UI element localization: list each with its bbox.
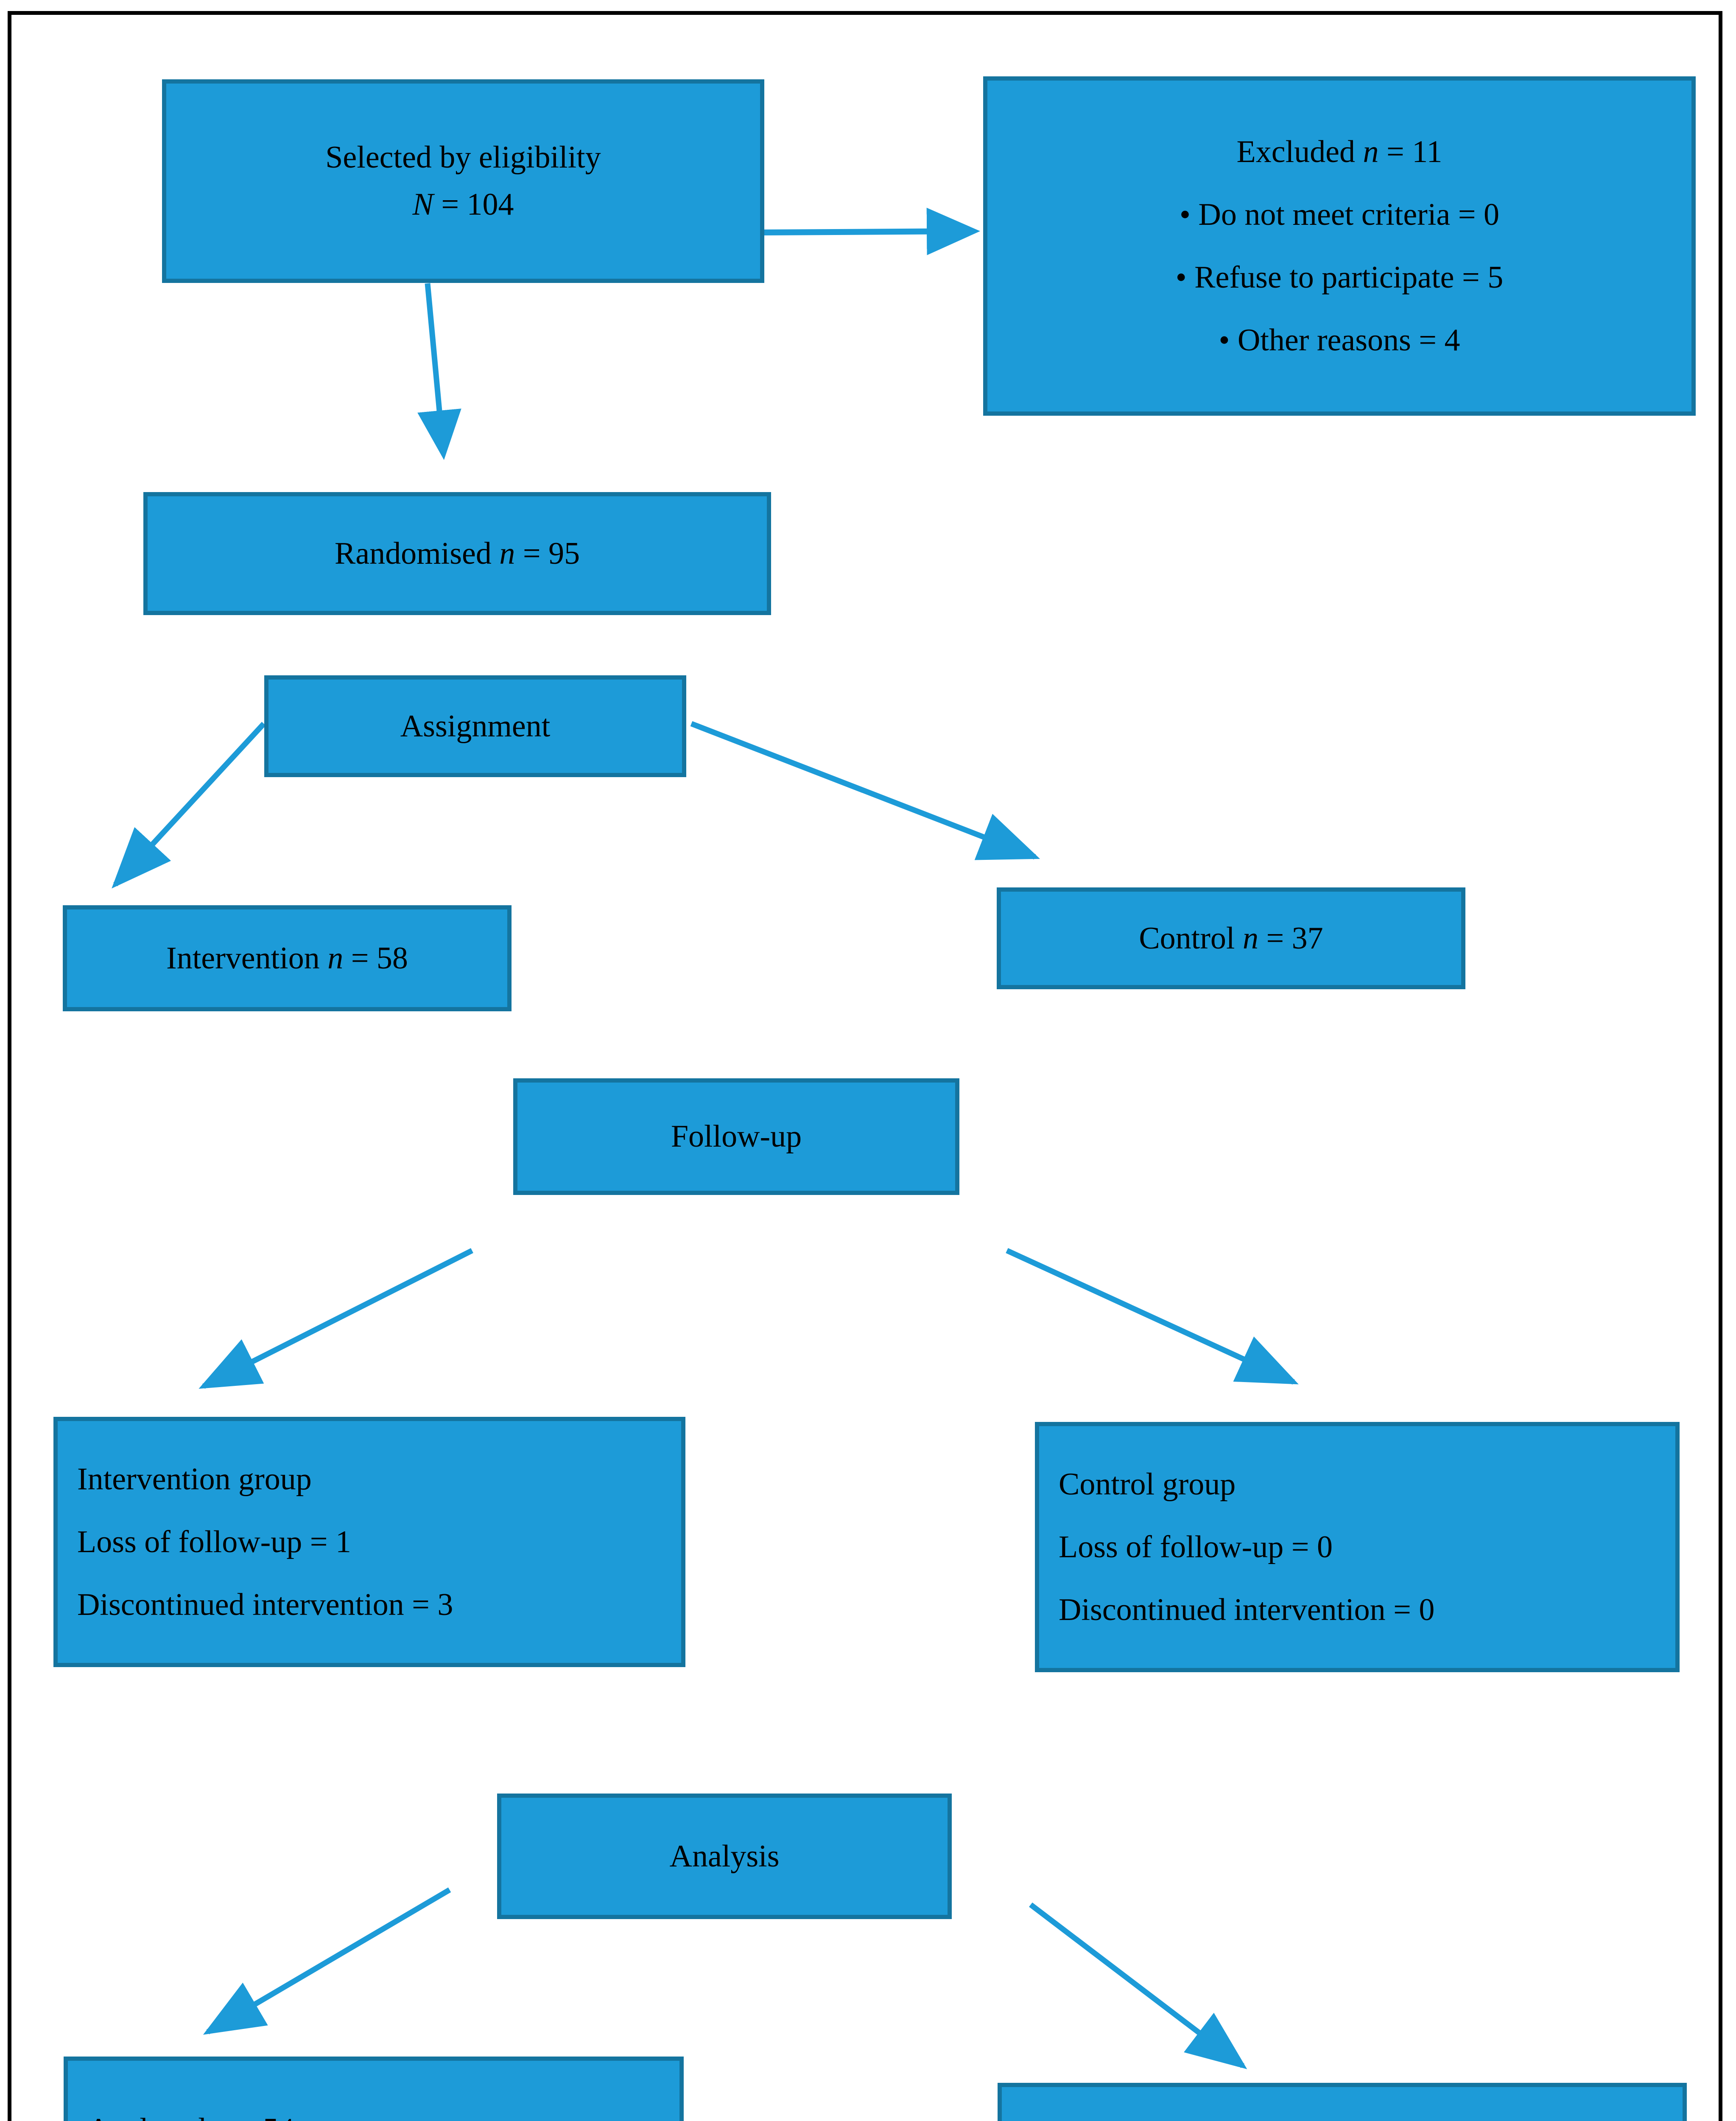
randomised-label: Randomised n = 95 — [148, 530, 767, 577]
node-excluded[interactable]: Excluded n = 11 • Do not meet criteria =… — [983, 76, 1696, 416]
page-border-frame — [8, 11, 1722, 2121]
intervention-analysis-line-1: Analysed n = 54 — [87, 2098, 663, 2121]
node-intervention-analysis[interactable]: Analysed n = 54 Excluded n = 4 (1 change… — [64, 2057, 684, 2121]
selected-line-2: N = 104 — [166, 181, 760, 228]
randomised-n-value: = 95 — [515, 536, 580, 571]
edge-analysis-to-control-analysed — [1029, 1902, 1247, 2069]
followup-label: Follow-up — [671, 1119, 802, 1154]
randomised-n-symbol: n — [499, 536, 515, 571]
intervention-followup-line-2: Loss of follow-up = 1 — [77, 1525, 352, 1559]
node-assignment[interactable]: Assignment — [264, 675, 686, 777]
edge-selected-to-excluded — [763, 207, 980, 255]
intervention-arm-label: Intervention n = 58 — [67, 935, 507, 982]
control-arm-n-symbol: n — [1242, 921, 1258, 956]
randomised-prefix: Randomised — [334, 536, 500, 571]
intervention-followup-line-1: Intervention group — [77, 1462, 312, 1497]
excluded-heading: Excluded n = 11 — [987, 120, 1691, 183]
excluded-bullet-1: • Do not meet criteria = 0 — [1180, 197, 1499, 232]
node-intervention-arm[interactable]: Intervention n = 58 — [63, 905, 512, 1011]
node-selected-by-eligibility[interactable]: Selected by eligibility N = 104 — [162, 79, 764, 283]
excluded-bullet-2: • Refuse to participate = 5 — [1175, 260, 1504, 295]
excluded-heading-prefix: Excluded — [1236, 134, 1363, 169]
node-randomised[interactable]: Randomised n = 95 — [143, 492, 771, 615]
intervention-followup-line-3: Discontinued intervention = 3 — [77, 1587, 453, 1622]
excluded-n-symbol: n — [1363, 134, 1379, 169]
node-control-analysis[interactable]: Analysed n = 35 Excluded n = 2 (did not … — [998, 2083, 1687, 2121]
selected-N-value: = 104 — [433, 187, 514, 222]
assignment-label: Assignment — [400, 708, 551, 744]
intervention-analysis-analysed-prefix: Analysed — [87, 2112, 214, 2121]
analysis-label: Analysis — [669, 1838, 780, 1874]
edge-assignment-to-intervention — [112, 722, 266, 889]
node-intervention-followup[interactable]: Intervention group Loss of follow-up = 1… — [53, 1417, 685, 1667]
selected-line-1: Selected by eligibility — [325, 140, 601, 175]
node-followup[interactable]: Follow-up — [513, 1078, 959, 1195]
edge-assignment-to-control — [690, 721, 1040, 860]
intervention-analysis-analysed-value: = 54 — [229, 2112, 294, 2121]
control-followup-line-3: Discontinued intervention = 0 — [1059, 1592, 1435, 1627]
intervention-arm-n-symbol: n — [327, 940, 344, 976]
control-arm-label: Control n = 37 — [1001, 915, 1461, 962]
edge-followup-to-control-group — [1006, 1248, 1299, 1385]
edge-selected-to-randomised — [417, 283, 461, 460]
control-arm-prefix: Control — [1139, 921, 1243, 956]
intervention-arm-n-value: = 58 — [343, 940, 408, 976]
node-analysis[interactable]: Analysis — [497, 1794, 952, 1919]
node-control-followup[interactable]: Control group Loss of follow-up = 0 Disc… — [1035, 1422, 1680, 1672]
node-control-arm[interactable]: Control n = 37 — [997, 887, 1465, 989]
edge-followup-to-intervention-group — [198, 1248, 473, 1389]
intervention-analysis-analysed-n-symbol: n — [214, 2112, 229, 2121]
control-followup-line-1: Control group — [1059, 1467, 1236, 1502]
excluded-n-value: = 11 — [1378, 134, 1442, 169]
edge-analysis-to-intervention-analysed — [203, 1887, 451, 2035]
control-arm-n-value: = 37 — [1258, 921, 1323, 956]
selected-N-symbol: N — [412, 187, 433, 222]
intervention-arm-prefix: Intervention — [166, 940, 328, 976]
control-followup-line-2: Loss of follow-up = 0 — [1059, 1530, 1333, 1564]
excluded-bullet-3: • Other reasons = 4 — [1219, 323, 1460, 358]
